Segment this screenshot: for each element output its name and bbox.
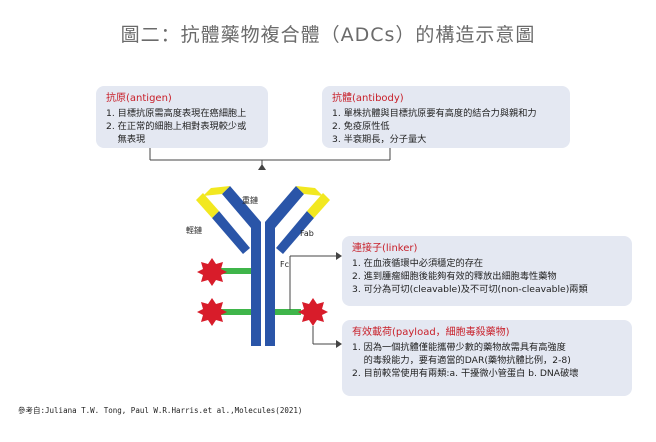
light-chain-variable <box>196 193 219 218</box>
linker-box: 連接子(linker) 1. 在血液循環中必須穩定的存在 2. 進到腫瘤細胞後能… <box>342 236 632 306</box>
linker-heading: 連接子(linker) <box>352 243 418 254</box>
heavy-variable-region <box>203 186 323 196</box>
linker-item: 2. 進到腫瘤細胞後能夠有效的釋放出細胞毒性藥物 <box>352 270 557 282</box>
light-chain <box>276 211 314 254</box>
payload-item: 2. 目前較常使用有兩類:a. 干擾微小管蛋白 b. DNA破壞 <box>352 367 579 379</box>
bracket-arrowhead <box>258 164 266 170</box>
payload <box>197 258 328 326</box>
antigen-item: 無表現 <box>106 133 146 145</box>
payload-item: 的毒殺能力，要有適當的DAR(藥物抗體比例，2-8) <box>352 354 571 366</box>
reference-text: 參考自:Juliana T.W. Tong, Paul W.R.Harris.e… <box>18 406 303 415</box>
linker <box>220 268 301 315</box>
bracket-connector <box>149 148 391 170</box>
payload-connector <box>312 326 336 345</box>
page-title: 圖二：抗體藥物複合體（ADCs）的構造示意圖 <box>120 24 536 46</box>
fab-label: Fab <box>300 229 314 238</box>
antibody-item: 1. 單株抗體與目標抗原要有高度的結合力與親和力 <box>332 108 537 119</box>
payload-box: 有效載荷(payload，細胞毒殺藥物) 1. 因為一個抗體僅能攜帶少數的藥物故… <box>342 320 632 396</box>
antigen-item: 1. 目標抗原需高度表現在癌細胞上 <box>106 108 247 119</box>
heavy-chain <box>222 186 304 346</box>
light-chain-label: 輕鏈 <box>186 226 202 235</box>
linker-item: 1. 在血液循環中必須穩定的存在 <box>352 258 484 269</box>
payload-heading: 有效載荷(payload，細胞毒殺藥物) <box>352 327 510 338</box>
heavy-chain-label: 重鏈 <box>242 196 258 205</box>
payload-arrowhead <box>336 340 342 348</box>
antibody-item: 3. 半衰期長，分子量大 <box>332 133 427 145</box>
antigen-heading: 抗原(antigen) <box>106 93 172 104</box>
antibody-box: 抗體(antibody) 1. 單株抗體與目標抗原要有高度的結合力與親和力 2.… <box>322 86 570 148</box>
linker-item: 3. 可分為可切(cleavable)及不可切(non-cleavable)兩類 <box>352 283 588 295</box>
linker-arrowhead <box>336 252 342 260</box>
antigen-box: 抗原(antigen) 1. 目標抗原需高度表現在癌細胞上 2. 在正常的細胞上… <box>96 86 268 148</box>
antigen-item: 2. 在正常的細胞上相對表現較少或 <box>106 120 247 132</box>
fc-label: Fc <box>280 260 289 269</box>
linker-connector <box>289 255 336 310</box>
antibody-item: 2. 免疫原性低 <box>332 120 390 132</box>
light-chain-variable <box>307 193 330 218</box>
light-chain <box>212 211 250 254</box>
antibody-heading: 抗體(antibody) <box>332 93 404 104</box>
payload-item: 1. 因為一個抗體僅能攜帶少數的藥物故需具有高強度 <box>352 342 566 353</box>
